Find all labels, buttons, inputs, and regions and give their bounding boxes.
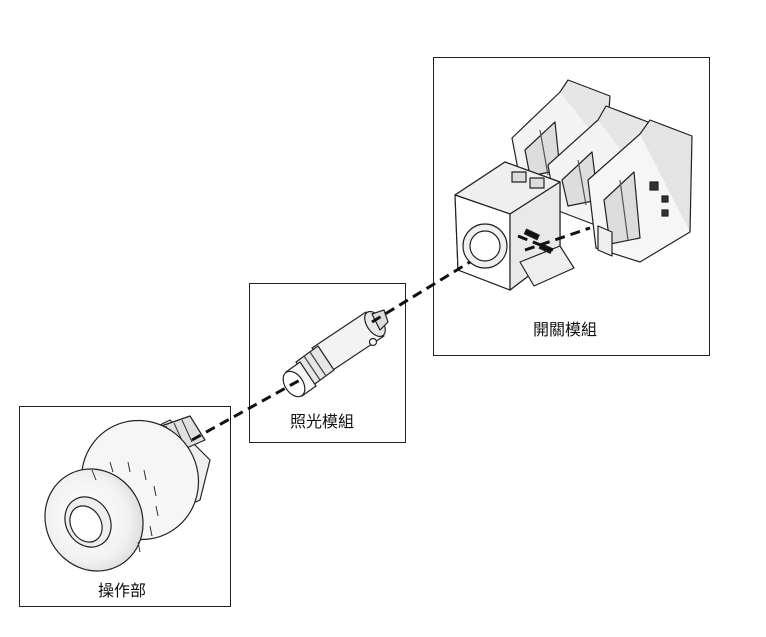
switch-module-illustration bbox=[454, 79, 693, 291]
contact-block-3 bbox=[587, 119, 693, 263]
adapter-block bbox=[454, 161, 575, 291]
lighting-module-label: 照光模組 bbox=[290, 412, 355, 431]
assembly-guide-lines bbox=[191, 226, 591, 442]
operator-knob-illustration bbox=[44, 415, 211, 572]
operator-label: 操作部 bbox=[98, 581, 147, 600]
switch-module-label: 開關模組 bbox=[533, 320, 598, 339]
